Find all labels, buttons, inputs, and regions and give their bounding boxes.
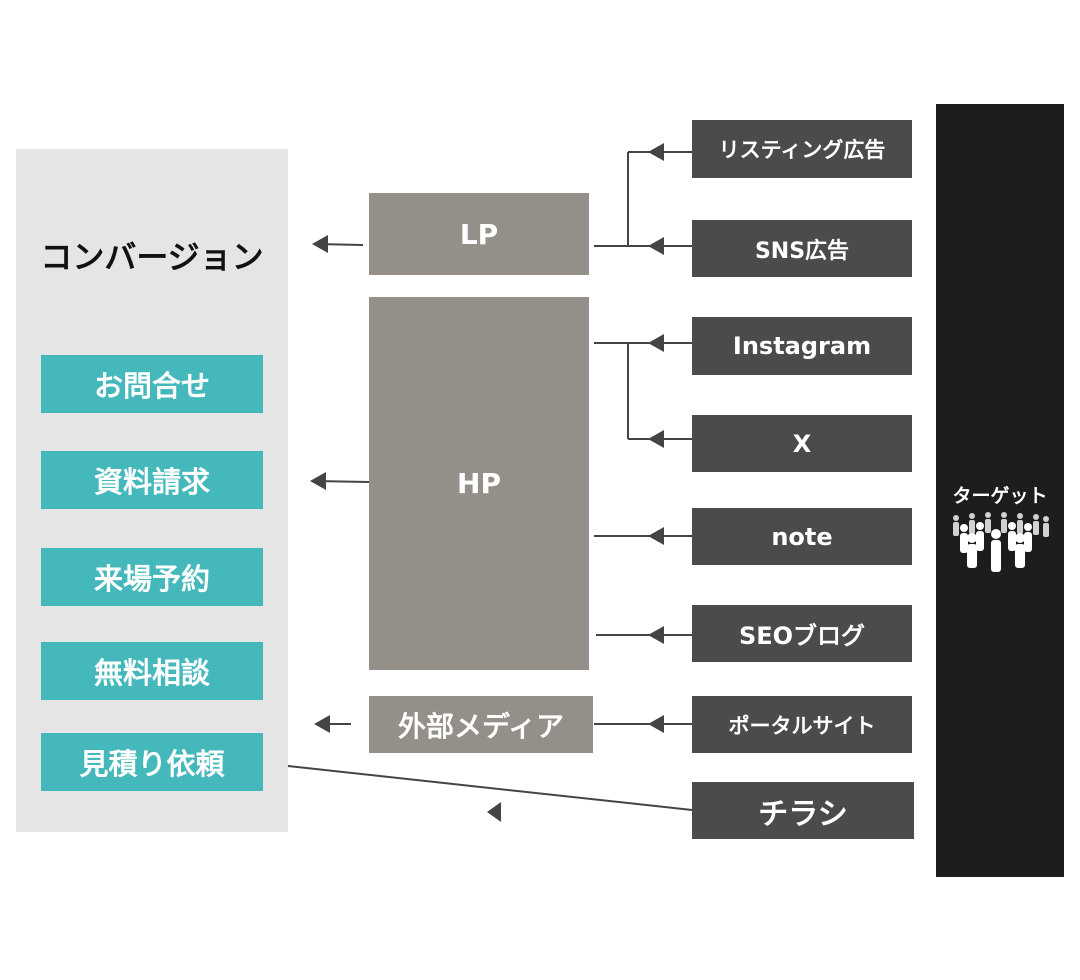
arrow-flyer [487,802,501,822]
conversion-item-free-consultation: 無料相談 [41,642,263,700]
arrow-note [648,527,664,545]
hub-external-media: 外部メディア [369,696,593,753]
arrow-seo-blog [648,626,664,644]
arrow-sns-ads [648,237,664,255]
source-listing-ads: リスティング広告 [692,120,912,178]
hub-hp: HP [369,297,589,670]
source-x: X [692,415,912,472]
conversion-item-inquiry: お問合せ [41,355,263,413]
conversion-item-visit-reservation: 来場予約 [41,548,263,606]
conversion-title: コンバージョン [40,238,264,276]
target-label: ターゲット [952,484,1048,507]
target-panel [936,104,1064,877]
arrow-listing [648,143,664,161]
arrow-hp-to-conversion [310,472,326,490]
arrow-instagram [648,334,664,352]
arrow-portal [648,715,664,733]
source-sns-ads: SNS広告 [692,220,912,277]
source-flyer: チラシ [692,782,914,839]
source-note: note [692,508,912,565]
people-crowd-icon [953,512,1049,572]
arrow-media-to-conversion [314,715,330,733]
arrow-lp-to-conversion [312,235,328,253]
source-portal-site: ポータルサイト [692,696,912,753]
source-seo-blog: SEOブログ [692,605,912,662]
hub-lp: LP [369,193,589,275]
conversion-item-document-request: 資料請求 [41,451,263,509]
arrow-x [648,430,664,448]
conversion-item-quote-request: 見積り依頼 [41,733,263,791]
source-instagram: Instagram [692,317,912,375]
